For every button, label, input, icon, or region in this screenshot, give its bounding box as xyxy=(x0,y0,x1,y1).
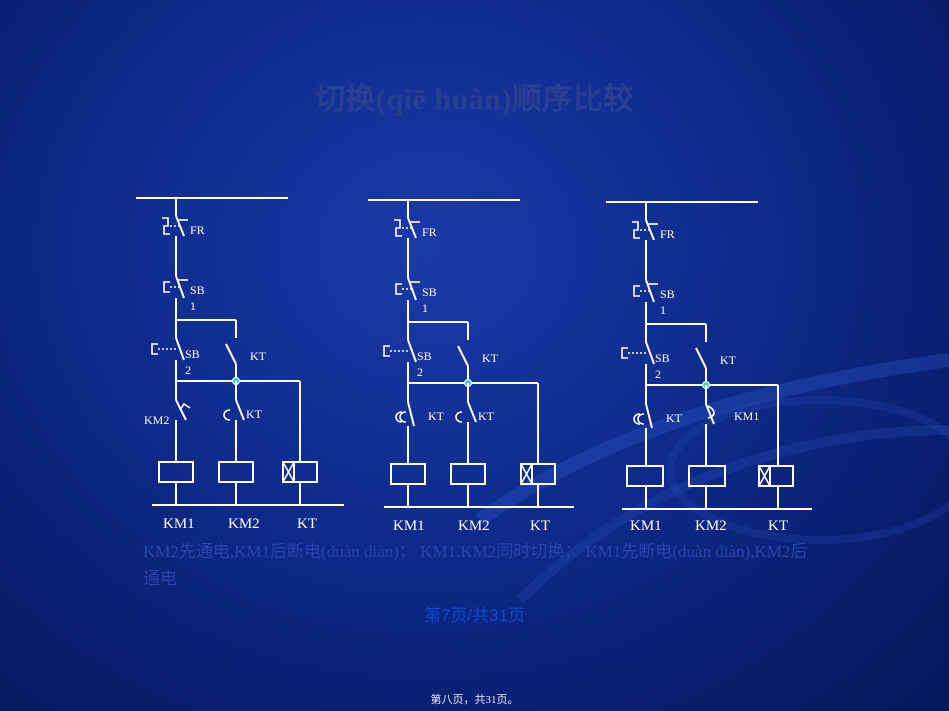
sb2-label: SB xyxy=(655,351,670,365)
coil-kt-label: KT xyxy=(530,518,550,534)
caption-2: KM1,KM2同时切换； xyxy=(420,542,582,561)
kt-top-label: KT xyxy=(482,351,499,365)
left-contact: KM2 xyxy=(144,399,191,427)
kt-top-contact: KT xyxy=(457,345,499,367)
coil-km1 xyxy=(626,465,664,487)
fr-contact: FR xyxy=(394,217,437,239)
sb2-label: SB xyxy=(185,347,200,361)
sb1-contact: SB 1 xyxy=(633,279,675,317)
coil-km1-label: KM1 xyxy=(630,518,662,534)
kt-top-contact: KT xyxy=(225,343,267,365)
right-contact-label: KT xyxy=(246,407,263,421)
slide-title: 切换(qiē huàn)顺序比较 xyxy=(315,83,634,116)
coil-km2 xyxy=(688,465,726,487)
fr-label: FR xyxy=(190,223,205,237)
sb2-label: SB xyxy=(417,349,432,363)
sb2-label-num: 2 xyxy=(655,367,661,381)
page-footer: 第八页，共31页。 xyxy=(430,694,519,706)
coil-km1-label: KM1 xyxy=(393,518,425,534)
coil-km2-label: KM2 xyxy=(695,518,727,534)
fr-label: FR xyxy=(422,225,437,239)
coil-kt-label: KT xyxy=(768,518,788,534)
sb2-label-num: 2 xyxy=(185,363,191,377)
sb1-label-num: 1 xyxy=(190,299,196,313)
left-contact: KT xyxy=(633,403,683,429)
sb2-contact: SB 2 xyxy=(621,341,670,381)
caption-text: KM2先通电,KM1后断电(duàn diàn)； KM1,KM2同时切换； K… xyxy=(143,538,823,592)
coil-km2 xyxy=(218,461,254,483)
circuit-1: FR SB 1 SB 2 KT KM2 KT xyxy=(136,197,344,532)
sb1-label: SB xyxy=(660,287,675,301)
left-contact-label: KT xyxy=(666,411,683,425)
caption-1: KM2先通电,KM1后断电(duàn diàn)； xyxy=(143,542,416,561)
kt-top-label: KT xyxy=(720,353,737,367)
sb1-label: SB xyxy=(422,285,437,299)
right-contact: KT xyxy=(455,401,495,423)
left-contact-label: KM2 xyxy=(144,413,169,427)
coil-km2-label: KM2 xyxy=(228,516,260,532)
coil-kt-label: KT xyxy=(297,516,317,532)
sb2-contact: SB 2 xyxy=(151,337,200,377)
circuit-3: FR SB 1 SB 2 KT KT KM1 xyxy=(606,201,812,534)
sb1-label: SB xyxy=(190,283,205,297)
page-indicator: 第7页/共31页 xyxy=(423,606,526,625)
right-contact-label: KT xyxy=(478,409,495,423)
sb1-contact: SB 1 xyxy=(163,275,205,313)
kt-top-label: KT xyxy=(250,349,267,363)
fr-label: FR xyxy=(660,227,675,241)
coil-km1-label: KM1 xyxy=(163,516,195,532)
sb1-label-num: 1 xyxy=(422,301,428,315)
sb1-contact: SB 1 xyxy=(395,277,437,315)
sb1-label-num: 1 xyxy=(660,303,666,317)
kt-top-contact: KT xyxy=(695,347,737,369)
left-contact: KT xyxy=(395,401,445,427)
circuit-2: FR SB 1 SB 2 KT KT KT xyxy=(368,199,574,534)
coil-km1 xyxy=(390,463,426,485)
caption-3: KM1先断电(duàn diàn),KM2后通电 xyxy=(143,542,808,588)
left-contact-label: KT xyxy=(428,409,445,423)
fr-contact: FR xyxy=(632,219,675,241)
right-contact: KT xyxy=(223,399,263,421)
coil-km1 xyxy=(158,461,194,483)
coil-km2 xyxy=(450,463,486,485)
coil-km2-label: KM2 xyxy=(458,518,490,534)
sb2-label-num: 2 xyxy=(417,365,423,379)
right-contact: KM1 xyxy=(705,403,759,425)
fr-contact: FR xyxy=(162,215,205,237)
right-contact-label: KM1 xyxy=(734,409,759,423)
sb2-contact: SB 2 xyxy=(383,339,432,379)
